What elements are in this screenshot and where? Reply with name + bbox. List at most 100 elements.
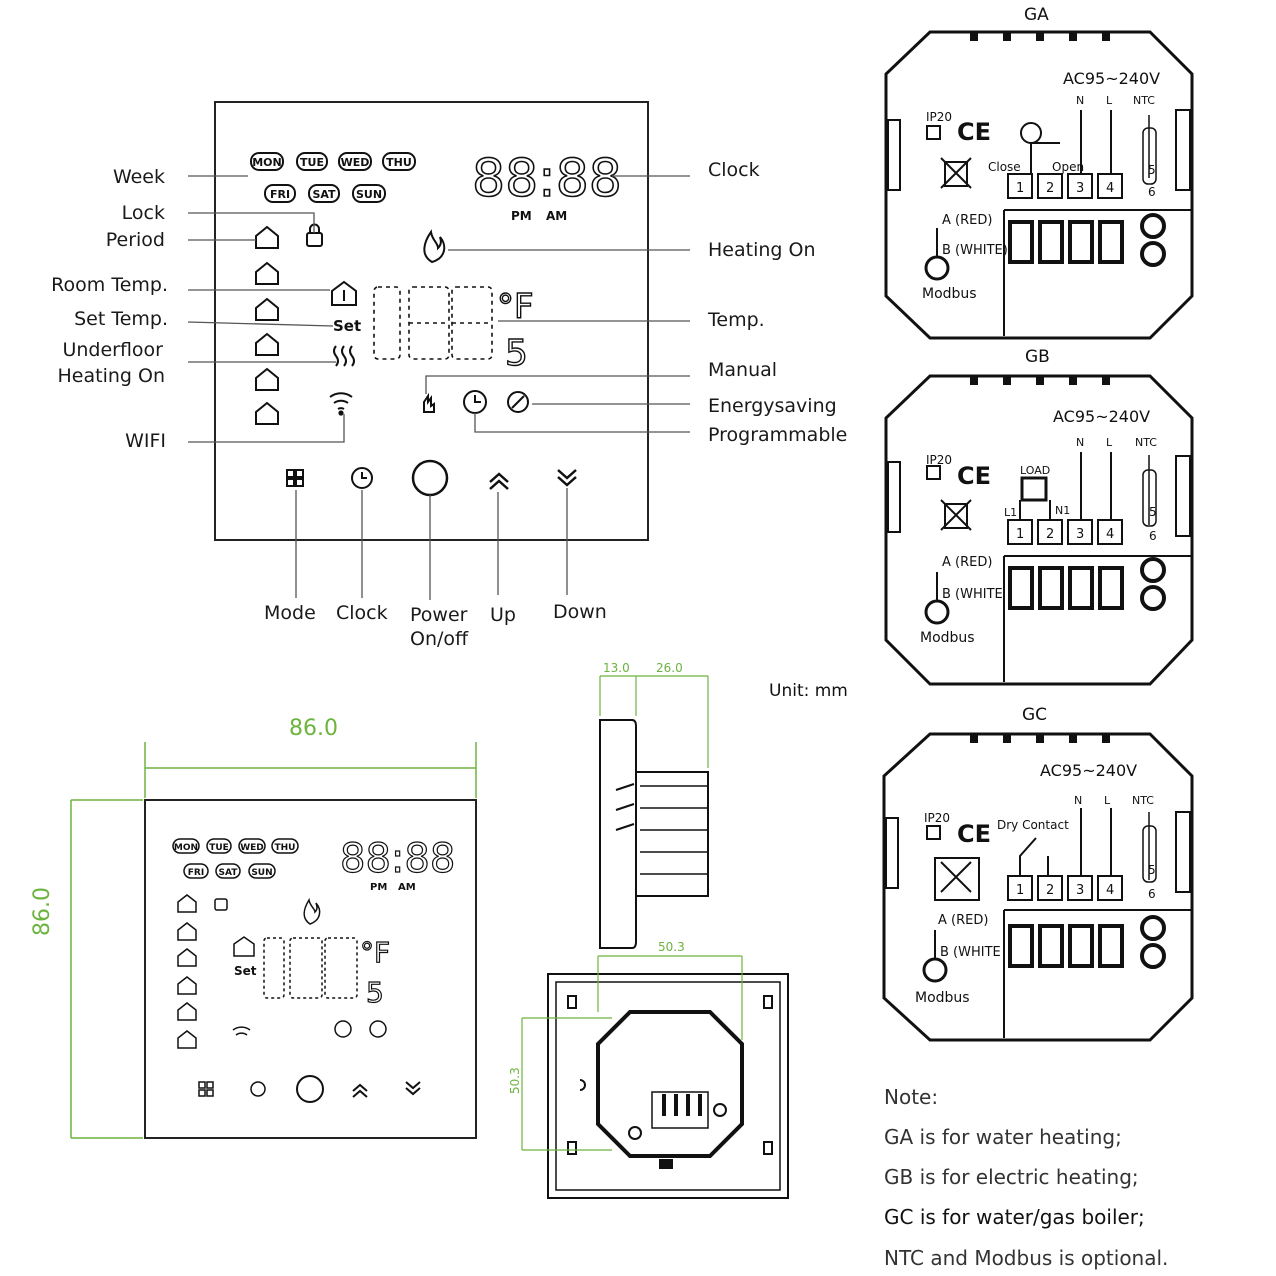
gc-t1: 1: [1016, 883, 1024, 898]
front-day-thu: THU: [275, 843, 296, 853]
dimension-height: 86.0: [30, 887, 55, 936]
callout-energysaving: Energysaving: [708, 395, 837, 417]
ga-t1: 1: [1016, 181, 1024, 196]
ga-ntc5: 5: [1148, 163, 1156, 177]
period-icons: [255, 225, 279, 425]
gc-ce: CE: [957, 820, 991, 848]
mode-button-icon: [286, 469, 304, 487]
note-gb: GB is for electric heating;: [884, 1165, 1139, 1189]
button-label-up: Up: [490, 604, 516, 626]
button-label-power-1: Power: [410, 604, 468, 626]
ga-t4: 4: [1106, 181, 1114, 196]
dimension-depth-back: 26.0: [656, 661, 683, 675]
ga-voltage: AC95~240V: [1063, 69, 1160, 88]
gb-ntc6: 6: [1149, 529, 1157, 543]
callout-manual: Manual: [708, 359, 778, 381]
ga-ce: CE: [957, 118, 991, 146]
gc-n: N: [1074, 794, 1082, 807]
ga-a-red: A (RED): [942, 213, 992, 228]
gc-ip: IP20: [924, 811, 950, 825]
gc-l: L: [1104, 794, 1111, 807]
button-label-down: Down: [553, 601, 607, 623]
wiring-outlines: [882, 30, 1194, 1042]
gb-ce: CE: [957, 462, 991, 490]
up-button-icon: [489, 472, 509, 490]
am-label: AM: [546, 209, 567, 223]
front-set: Set: [234, 964, 257, 978]
clock-digits: 88:88: [472, 149, 622, 209]
gb-ip: IP20: [926, 453, 952, 467]
wiring-internals: [922, 110, 1192, 1038]
ga-ip: IP20: [926, 110, 952, 124]
gb-t3: 3: [1076, 527, 1084, 542]
note-gc: GC is for water/gas boiler;: [884, 1205, 1145, 1229]
callout-room-temp: Room Temp.: [51, 274, 168, 296]
gb-ntc: NTC: [1135, 436, 1157, 449]
gb-n: N: [1076, 436, 1084, 449]
day-pills: [250, 152, 416, 203]
unit-label: Unit: mm: [769, 681, 848, 701]
front-clock-digits: 88:88: [340, 836, 455, 882]
callout-lines: [187, 175, 690, 600]
callout-lock: Lock: [121, 202, 165, 224]
gc-t2: 2: [1046, 883, 1054, 898]
callout-heating-on: Heating On: [708, 239, 816, 261]
manual-icon: [423, 392, 435, 413]
ga-t3: 3: [1076, 181, 1084, 196]
button-label-mode: Mode: [264, 602, 316, 624]
callout-programmable: Programmable: [708, 424, 848, 446]
front-temp-f: °F: [360, 936, 390, 969]
ga-t2: 2: [1046, 181, 1054, 196]
wiring-title-gb: GB: [1025, 347, 1050, 367]
gb-load: LOAD: [1020, 464, 1050, 477]
gb-t4: 4: [1106, 527, 1114, 542]
day-mon: MON: [252, 156, 282, 169]
gc-t4: 4: [1106, 883, 1114, 898]
set-label: Set: [333, 317, 361, 335]
callout-underfloor-2: Heating On: [57, 365, 166, 387]
wifi-icon: [329, 392, 353, 416]
temp-digit-s: 5: [505, 333, 528, 374]
side-view-dimension-lines: [599, 675, 709, 768]
pm-label: PM: [511, 209, 532, 223]
front-am: AM: [398, 882, 416, 893]
gc-modbus: Modbus: [915, 990, 970, 1006]
ga-modbus: Modbus: [922, 286, 977, 302]
day-tue: TUE: [300, 156, 324, 169]
gb-voltage: AC95~240V: [1053, 407, 1150, 426]
day-sun: SUN: [356, 188, 382, 201]
front-day-sun: SUN: [251, 868, 272, 878]
ga-b-white: B (WHITE): [942, 243, 1008, 258]
back-view-dimension-lines: [521, 955, 743, 1151]
day-fri: FRI: [270, 188, 290, 201]
dimension-depth-front: 13.0: [603, 661, 630, 675]
gc-b-white: B (WHITE: [940, 945, 1001, 960]
side-view: [599, 719, 709, 949]
wiring-title-gc: GC: [1022, 705, 1048, 725]
front-temp-s: 5: [366, 976, 384, 1009]
dimension-box-height: 50.3: [508, 1067, 522, 1094]
front-view-details: [172, 838, 421, 1103]
day-sat: SAT: [312, 188, 336, 201]
front-day-sat: SAT: [219, 868, 239, 878]
note-heading: Note:: [884, 1085, 939, 1109]
gb-l1: L1: [1004, 506, 1017, 519]
front-day-wed: WED: [240, 843, 264, 853]
ga-close: Close: [988, 160, 1021, 174]
gc-dry: Dry Contact: [997, 818, 1069, 832]
back-view: [547, 973, 789, 1199]
gb-ntc5: 5: [1149, 505, 1157, 519]
wiring-title-ga: GA: [1024, 5, 1049, 25]
wiring-side-clips: [885, 109, 1191, 893]
callout-wifi: WIFI: [125, 430, 166, 452]
gb-modbus: Modbus: [920, 630, 975, 646]
gb-t2: 2: [1046, 527, 1054, 542]
button-label-power-2: On/off: [410, 628, 469, 650]
energysaving-icon: [507, 391, 529, 413]
ga-ntc: NTC: [1133, 94, 1155, 107]
callout-underfloor-1: Underfloor: [62, 339, 163, 361]
ga-l: L: [1106, 94, 1113, 107]
gb-l: L: [1106, 436, 1113, 449]
room-temp-icon: [331, 280, 357, 306]
